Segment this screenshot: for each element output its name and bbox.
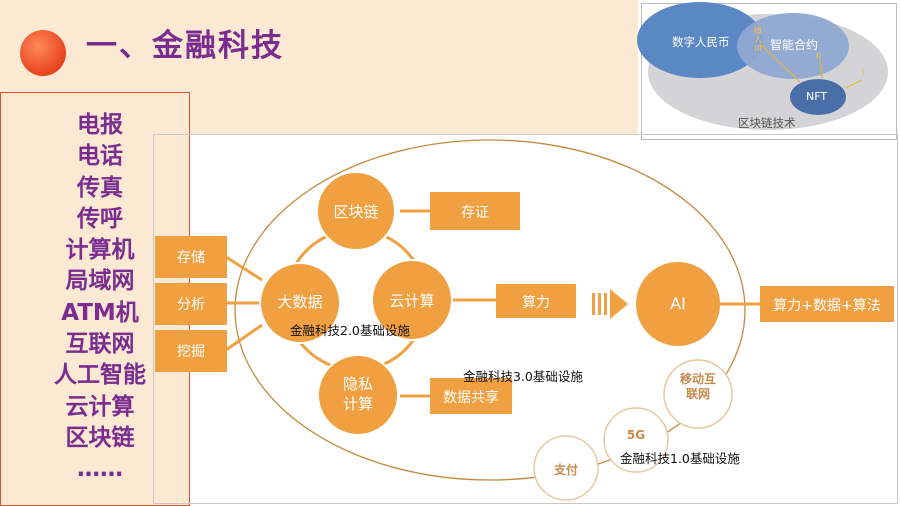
list-item: ATM机: [61, 299, 139, 326]
list-item: 互联网: [65, 331, 135, 358]
list-item: 计算机: [65, 237, 135, 264]
mobile-internet-label: 移动互联网: [680, 372, 717, 401]
venn-big-ellipse: [637, 2, 763, 78]
venn-big-label: 数字人民币: [672, 35, 730, 49]
list-item: 电报: [77, 112, 123, 138]
privacy-label: 隐私计算: [342, 375, 373, 413]
storage-label: 存储: [177, 250, 205, 266]
datashare-label: 数据共享: [443, 390, 499, 406]
diagram-frame: [153, 134, 898, 504]
venn-outer-label: 区块链技术: [738, 116, 796, 130]
privacy-circle: [317, 354, 399, 436]
infra-v2-label: 金融科技2.0基础设施: [290, 323, 410, 338]
ai-label: AI: [670, 294, 686, 313]
slide-title: 一、金融科技: [86, 28, 284, 64]
compute-box: [496, 284, 576, 318]
blockchain-circle: [316, 171, 396, 251]
mobile-internet-circle: [663, 359, 733, 429]
venn-mid-label: 智能合约: [770, 38, 819, 52]
fiveg-label: 5G: [626, 428, 646, 442]
infra-3-ellipse: [234, 139, 746, 481]
connector: [225, 323, 263, 352]
list-item: 区块链: [65, 424, 135, 451]
title-bullet-dot: [20, 30, 66, 76]
venn-small-ellipse: [790, 79, 846, 115]
technology-list: 电报 电话 传真 传呼 计算机 局域网 ATM机 互联网 人工智能 云计算 区块…: [20, 110, 180, 486]
infra-v3-label: 金融科技3.0基础设施: [463, 369, 583, 384]
venn-roman-ii: II: [816, 52, 822, 62]
venn-roman-i: I: [862, 68, 865, 78]
list-item: 人工智能: [54, 362, 146, 389]
venn-frame: [641, 3, 897, 140]
analysis-label: 分析: [177, 297, 205, 313]
mining-box: [155, 330, 227, 372]
list-item: ……: [77, 456, 123, 483]
list-item: 传真: [77, 174, 123, 201]
datashare-box: [430, 378, 512, 414]
venn-leader-line: [845, 79, 863, 89]
bigdata-circle: [259, 262, 341, 344]
cloud-label: 云计算: [389, 292, 435, 310]
ai-formula-label: 算力+数据+算法: [773, 298, 881, 314]
storage-box: [155, 236, 227, 278]
ai-formula-box: [760, 286, 894, 322]
payment-circle: [533, 435, 599, 501]
evidence-label: 存证: [461, 205, 489, 221]
venn-leader-line: [819, 59, 823, 79]
venn-overlap-label: 植入III: [754, 26, 762, 53]
mining-label: 挖掘: [177, 344, 205, 360]
compute-label: 算力: [522, 295, 550, 311]
evidence-box: [430, 192, 520, 230]
arrow-to-ai: [592, 289, 628, 319]
fiveg-circle: [603, 407, 669, 473]
list-item: 电话: [77, 143, 123, 170]
bigdata-label: 大数据: [277, 293, 323, 311]
list-item: 云计算: [65, 393, 135, 420]
cloud-circle: [371, 259, 453, 341]
list-item: 传呼: [77, 205, 123, 232]
venn-small-label: NFT: [806, 90, 828, 103]
blockchain-label: 区块链: [333, 203, 379, 221]
connector: [225, 255, 263, 282]
venn-mid-ellipse: [737, 13, 849, 79]
analysis-box: [155, 283, 227, 325]
infra-v1-label: 金融科技1.0基础设施: [620, 451, 740, 466]
ai-circle: [636, 262, 720, 346]
payment-label: 支付: [553, 463, 578, 477]
list-item: 局域网: [65, 268, 135, 295]
venn-leader-line: [759, 43, 801, 83]
